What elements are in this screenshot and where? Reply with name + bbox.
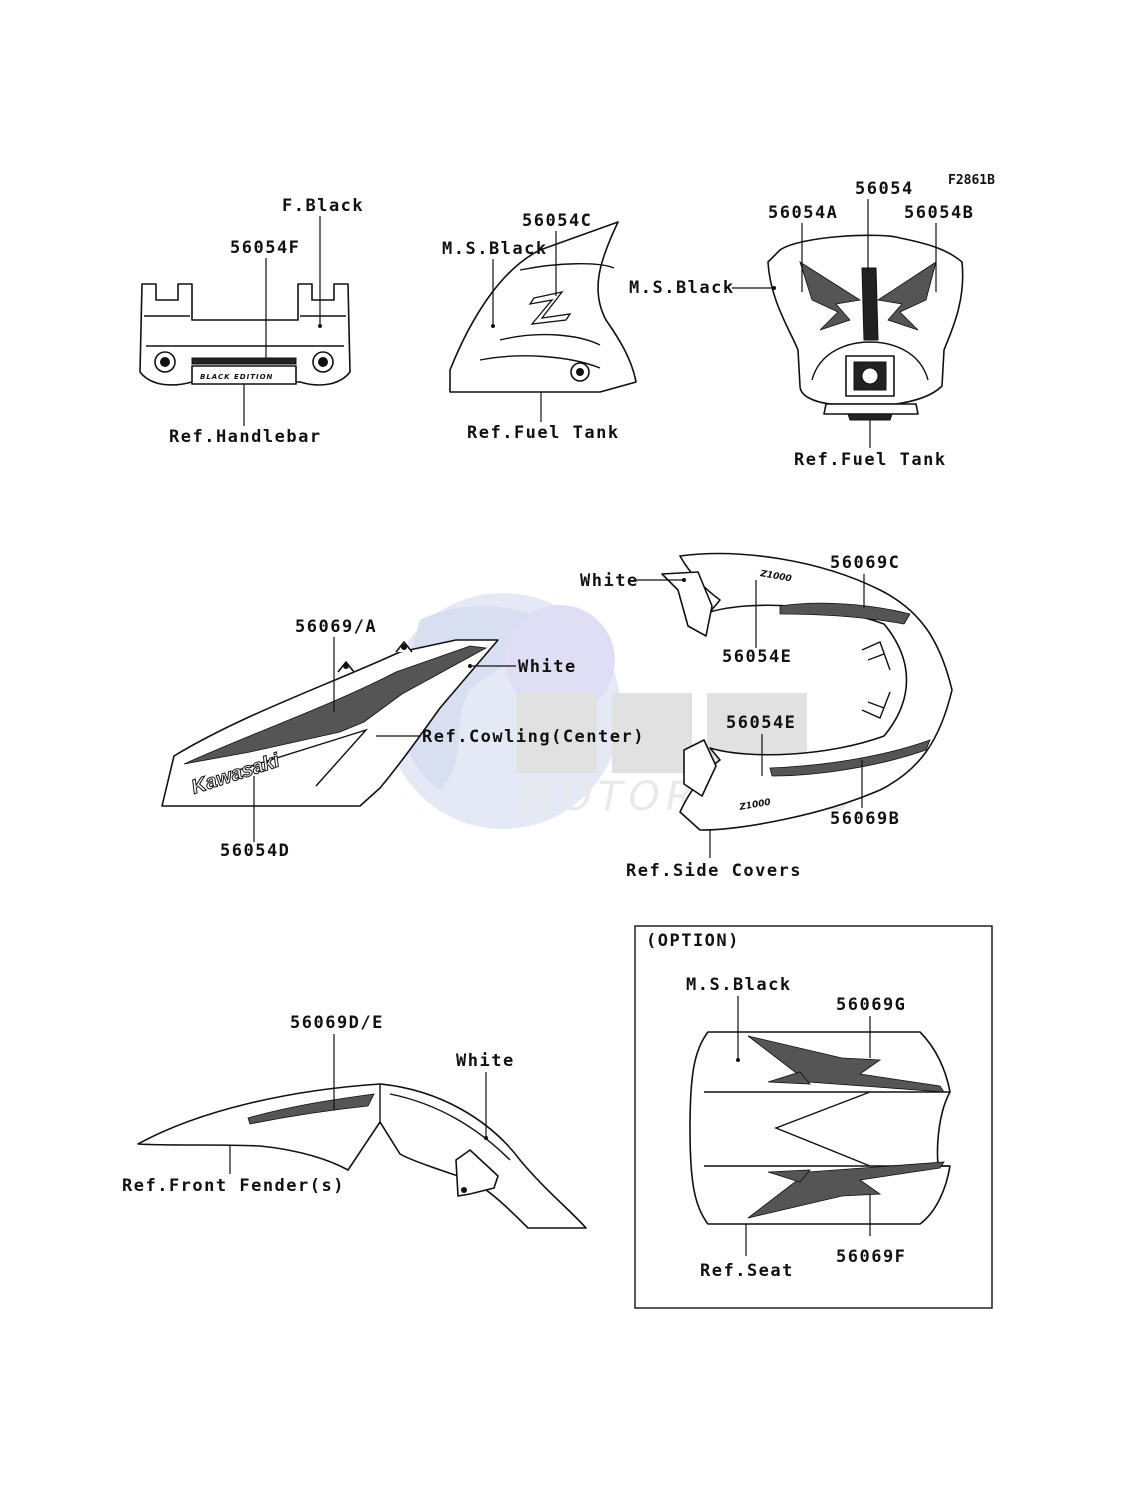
tank-top-stripe-right (876, 261, 937, 331)
side-cover-stripe-bottom (769, 739, 931, 777)
side-cover-part-bottom-right-label: 56069B (830, 809, 900, 829)
tank-z-logo (528, 290, 572, 325)
handlebar-decal-strip (191, 357, 297, 365)
side-cover-left-tab-top (661, 571, 713, 637)
tank-top-color-leader-dot (772, 286, 776, 290)
option-part-bottom-label: 56069F (836, 1247, 906, 1267)
option-ref-label: Ref.Seat (700, 1261, 794, 1281)
tank-top-mount (823, 403, 919, 415)
option-color-label: M.S.Black (686, 975, 792, 995)
cowling-part-top-label: 56069/A (295, 617, 377, 637)
side-cover-part (679, 552, 953, 831)
front-fender-stripe (247, 1093, 375, 1125)
fender-part-label: 56069D/E (290, 1013, 384, 1033)
option-seat-stripe-top (747, 1035, 945, 1093)
tank-top-group: 56054 56054A 56054B M.S.Black Ref.Fuel T… (629, 179, 974, 470)
option-color-leader-dot (736, 1058, 740, 1062)
tank-top-stripe-left (799, 261, 862, 331)
tank-top-nozzle (847, 413, 893, 421)
handlebar-left-bolt-inner (160, 357, 170, 367)
front-fender-bracket (455, 1149, 499, 1197)
tank-side-color-label: M.S.Black (442, 239, 548, 259)
watermark-globe-highlight (505, 605, 615, 715)
cowling-stripe-lower (231, 728, 369, 787)
option-part-top-label: 56069G (836, 995, 906, 1015)
side-cover-part-mid-label: 56054E (726, 713, 796, 733)
handlebar-cover-group: BLACK EDITION F.Black 56054F Ref.Handleb… (139, 196, 364, 447)
cowling-color-leader-dot (468, 664, 472, 668)
option-box-title: (OPTION) (646, 931, 740, 951)
tank-side-color-leader-dot (491, 324, 495, 328)
handlebar-right-bolt-inner (318, 357, 328, 367)
tank-top-part-left-label: 56054A (768, 203, 838, 223)
front-fender-bracket-hole (461, 1187, 467, 1193)
option-seat-center-v (774, 1091, 871, 1167)
side-cover-inner-bracket-bottom (861, 691, 891, 719)
figure-code: F2861B (948, 173, 995, 188)
tank-top-color-label: M.S.Black (629, 278, 735, 298)
option-seat-notch-top (767, 1071, 811, 1085)
tank-side-cover-group: 56054C M.S.Black Ref.Fuel Tank (442, 211, 637, 443)
cowling-mount-1-hole (343, 663, 349, 669)
handlebar-color-label: F.Black (282, 196, 364, 216)
front-fender-ridge (379, 1084, 511, 1161)
fender-color-label: White (456, 1051, 515, 1071)
cowling-part-bottom-label: 56054D (220, 841, 290, 861)
front-fender-group: 56069D/E White Ref.Front Fender(s) (122, 1013, 587, 1229)
handlebar-ref-label: Ref.Handlebar (169, 427, 322, 447)
cowling-ref-label: Ref.Cowling(Center) (422, 727, 645, 747)
handlebar-color-leader-dot (318, 324, 322, 328)
side-cover-inner-bracket-top (861, 641, 891, 671)
cowling-color-label: White (518, 657, 577, 677)
fender-ref-label: Ref.Front Fender(s) (122, 1176, 345, 1196)
side-cover-ref-label: Ref.Side Covers (626, 861, 802, 881)
handlebar-cover-inner-line (144, 315, 346, 347)
tank-side-part-label: 56054C (522, 211, 592, 231)
side-cover-stripe-top (779, 602, 911, 625)
tank-top-inner-contour (811, 341, 929, 381)
side-cover-color-leader-dot (682, 578, 686, 582)
option-seat-notch-bottom (767, 1169, 811, 1183)
cowling-stripe-upper (183, 645, 488, 765)
tank-side-ref-label: Ref.Fuel Tank (467, 423, 620, 443)
option-box-group: (OPTION) M.S.Black 56069G 56069F Ref.Sea… (634, 925, 993, 1309)
side-cover-left-tab-bottom (683, 739, 717, 797)
tank-top-fuel-cap-hole (861, 367, 879, 385)
handlebar-part-label: 56054F (230, 238, 300, 258)
option-seat-stripe-bottom (747, 1161, 945, 1219)
fender-color-leader-dot (484, 1136, 488, 1140)
side-cover-part-top-left-label: 56054E (722, 647, 792, 667)
tank-side-cap-inner (576, 368, 584, 376)
side-cover-color-label: White (580, 571, 639, 591)
tank-top-part-center-label: 56054 (855, 179, 914, 199)
tank-side-cover-contour (479, 263, 615, 369)
tank-top-part-right-label: 56054B (904, 203, 974, 223)
cowling-group: Kawasaki 56069/A White Ref.Cowling(Cente… (161, 617, 645, 861)
side-cover-group: Z1000 Z1000 White 56054E 56069C 56054E 5… (580, 552, 953, 881)
cowling-mount-2-hole (401, 644, 407, 650)
tank-top-center-strip (861, 267, 879, 341)
side-cover-part-top-right-label: 56069C (830, 553, 900, 573)
handlebar-decal-text: BLACK EDITION (200, 373, 273, 381)
tank-top-ref-label: Ref.Fuel Tank (794, 450, 947, 470)
